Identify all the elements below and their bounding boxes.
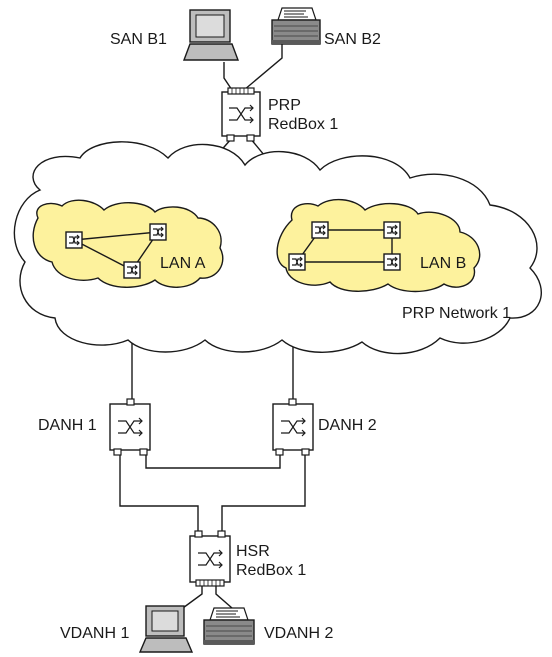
hsr-redbox-1 <box>189 530 231 587</box>
vdanh1-laptop-icon <box>138 605 194 653</box>
label-lan-b: LAN B <box>420 255 466 272</box>
label-san-b2: SAN B2 <box>324 31 381 48</box>
label-prp-redbox-line2: RedBox 1 <box>268 116 338 133</box>
wire-danh1-danh2 <box>145 452 281 469</box>
prp-redbox-1 <box>221 87 261 142</box>
label-prp-redbox-line1: PRP <box>268 97 301 114</box>
san-b2-printer-icon <box>271 7 321 45</box>
lan-b-links <box>296 229 393 263</box>
lan-a-switch-2 <box>149 223 167 241</box>
lan-a-switch-3 <box>123 261 141 279</box>
wire-danh2-hsr <box>221 452 306 534</box>
label-hsr-redbox-line2: RedBox 1 <box>236 562 306 579</box>
lan-b-switch-1 <box>311 221 329 239</box>
label-danh2: DANH 2 <box>318 417 377 434</box>
label-prp-network: PRP Network 1 <box>402 305 511 322</box>
label-vdanh2: VDANH 2 <box>264 625 333 642</box>
danh2-device <box>272 398 314 456</box>
label-lan-a: LAN A <box>160 255 206 272</box>
label-hsr-redbox-line1: HSR <box>236 543 270 560</box>
label-danh1: DANH 1 <box>38 417 97 434</box>
wire-danh1-hsr <box>119 452 199 534</box>
lan-b-switch-2 <box>383 221 401 239</box>
danh1-device <box>109 398 151 456</box>
label-vdanh1: VDANH 1 <box>60 625 129 642</box>
wire-san-b1 <box>223 62 233 91</box>
lan-b-switch-4 <box>383 253 401 271</box>
lan-a-switch-1 <box>65 231 83 249</box>
lan-b-switch-3 <box>288 253 306 271</box>
san-b1-laptop-icon <box>182 9 240 61</box>
wire-san-b2 <box>243 44 283 91</box>
wire-hsr-vdanh2 <box>215 584 233 609</box>
lan-a-blob <box>32 199 224 288</box>
label-san-b1: SAN B1 <box>110 31 167 48</box>
vdanh2-printer-icon <box>203 607 255 645</box>
